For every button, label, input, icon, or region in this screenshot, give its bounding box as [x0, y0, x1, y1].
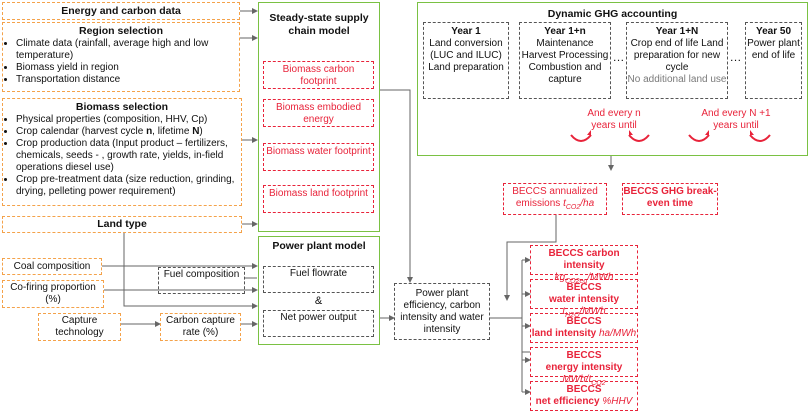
biomass-item: Crop pre-treatment data (size reduction,… — [16, 174, 238, 198]
energy-intensity-box: BECCS energy intensity MWh/tCO2 — [530, 347, 638, 387]
region-item: Climate data (rainfall, average high and… — [16, 38, 236, 62]
biomass-land-footprint: Biomass land footprint — [263, 185, 374, 213]
line-supply-eff — [380, 89, 413, 283]
biomass-embodied-energy: Biomass embodied energy — [263, 99, 374, 127]
loop-arrow-1 — [570, 134, 592, 142]
annualized-emissions-box: BECCS annualized emissions tCO2/ha — [503, 183, 607, 215]
ampersand: & — [314, 295, 323, 307]
loop-arrow-4 — [749, 134, 771, 142]
year1-box: Year 1 Land conversion (LUC and ILUC) La… — [423, 22, 509, 99]
breakeven-box: BECCS GHG break-even time — [622, 183, 718, 215]
year1n-box: Year 1+n Maintenance Harvest Processing … — [519, 22, 611, 99]
power-title: Power plant model — [272, 240, 366, 252]
year1n-title: Year 1+n — [544, 26, 586, 37]
year1-text: Land conversion (LUC and ILUC) Land prep… — [428, 38, 504, 73]
year50-text: Power plant end of life — [747, 38, 800, 61]
carbon-capture-rate-box: Carbon capture rate (%) — [160, 313, 241, 341]
year1n-text: Maintenance Harvest Processing Combustio… — [521, 38, 609, 85]
water-intensity-box: BECCS water intensity tH2O/MWh — [530, 279, 638, 319]
region-item: Transportation distance — [16, 74, 236, 86]
every-n-text: And every n years until — [587, 108, 641, 131]
net-power-output-box: Net power output — [263, 310, 374, 337]
year1N-box: Year 1+N Crop end of life Land preparati… — [626, 22, 728, 99]
ghg-accounting-box: Dynamic GHG accounting — [417, 2, 808, 156]
line-landtype-down — [123, 233, 258, 309]
supply-title: Steady-state supply chain model — [269, 12, 369, 37]
every-N-text: And every N +1 years until — [701, 108, 771, 131]
dots-1: … — [612, 50, 625, 64]
region-selection-box: Region selection Climate data (rainfall,… — [2, 22, 240, 92]
year50-box: Year 50 Power plant end of life — [745, 22, 802, 99]
line-ann-down — [504, 215, 557, 301]
biomass-carbon-footprint: Biomass carbon footprint — [263, 61, 374, 89]
biomass-item: Physical properties (composition, HHV, C… — [16, 114, 238, 126]
capture-technology-box: Capture technology — [38, 313, 121, 341]
biomass-water-footprint: Biomass water footprint — [263, 143, 374, 171]
year1N-title: Year 1+N — [655, 26, 699, 37]
biomass-item: Crop production data (Input product – fe… — [16, 138, 238, 174]
power-plant-model-box: Power plant model — [258, 236, 380, 345]
coal-composition-box: Coal composition — [2, 258, 102, 275]
year1N-text: Crop end of life Land preparation for ne… — [630, 38, 724, 73]
fuel-flowrate-box: Fuel flowrate — [263, 266, 374, 293]
land-type-box: Land type — [2, 216, 242, 233]
land-intensity-box: BECCS land intensity ha/MWh — [530, 313, 638, 343]
line-eff-out — [490, 317, 530, 353]
year50-title: Year 50 — [755, 26, 792, 37]
carbon-intensity-box: BECCS carbon intensity kgCO2eq/MWh — [530, 245, 638, 285]
ghg-title: Dynamic GHG accounting — [547, 8, 678, 20]
efficiency-box: Power plant efficiency, carbon intensity… — [394, 283, 490, 340]
net-efficiency-box: BECCS net efficiency %HHV — [530, 381, 638, 411]
supply-chain-model-box: Steady-state supply chain model — [258, 2, 380, 232]
dots-2: … — [729, 50, 742, 64]
region-item: Biomass yield in region — [16, 62, 236, 74]
biomass-item: Crop calendar (harvest cycle n, lifetime… — [16, 126, 238, 138]
loop-arrow-3 — [688, 134, 710, 142]
cofiring-box: Co-firing proportion (%) — [2, 280, 104, 308]
biomass-selection-box: Biomass selection Physical properties (c… — [2, 98, 242, 206]
fuel-composition-box: Fuel composition — [158, 267, 245, 294]
year1N-gray: No additional land use — [627, 74, 727, 85]
year1-title: Year 1 — [451, 26, 481, 37]
energy-carbon-box: Energy and carbon data — [2, 2, 240, 20]
region-title: Region selection — [78, 25, 163, 37]
loop-arrow-2 — [628, 134, 650, 142]
biomass-title: Biomass selection — [75, 101, 169, 113]
